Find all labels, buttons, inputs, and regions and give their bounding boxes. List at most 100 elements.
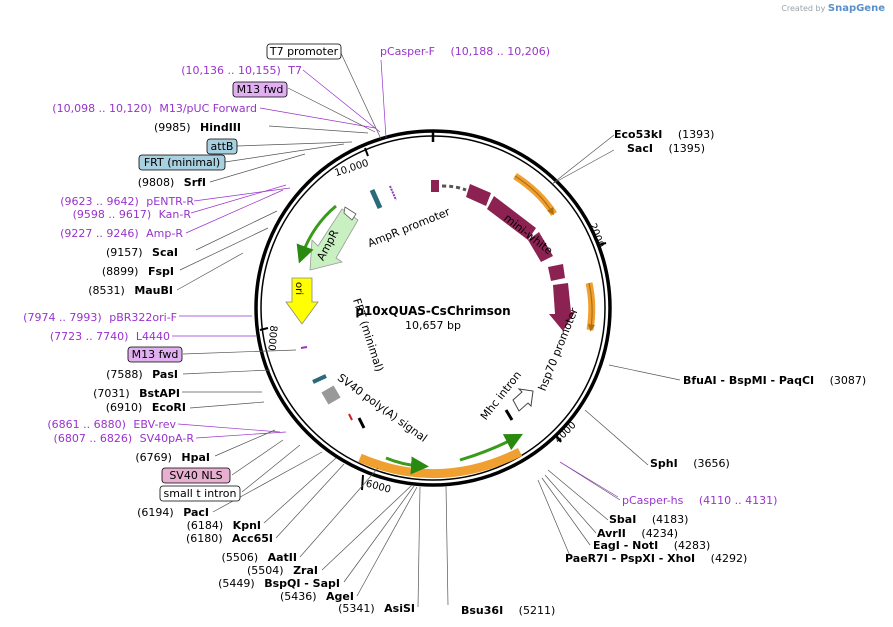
label-ecori-name: EcoRI [152, 401, 186, 414]
label-bfuai-group[interactable]: BfuAI - BspMI - PaqCI (3087) [683, 374, 866, 387]
label-acc65i[interactable]: (6180) Acc65I [186, 532, 273, 545]
label-fspi-name: FspI [148, 265, 174, 278]
label-acc65i-pos: (6180) [186, 532, 223, 545]
label-asisi-name: AsiSI [384, 602, 415, 615]
label-sbai[interactable]: SbaI (4183) [609, 513, 688, 526]
label-ebv-rev[interactable]: (6861 .. 6880) EBV-rev [47, 418, 176, 431]
label-hindiii[interactable]: (9985) HindIII [154, 121, 241, 134]
mhc-intron-marker [504, 409, 514, 421]
label-ebv-rev-name: EBV-rev [133, 418, 176, 431]
label-hpai[interactable]: (6769) HpaI [135, 451, 210, 464]
label-l4440-pos: (7723 .. 7740) [50, 330, 129, 343]
label-avrii-pos: (4234) [641, 527, 678, 540]
t7-promoter-label: T7 promoter [269, 45, 339, 58]
label-pcasper-hs-pos: (4110 .. 4131) [699, 494, 778, 507]
label-scai[interactable]: (9157) ScaI [106, 246, 178, 259]
label-m13-puc-forward[interactable]: (10,098 .. 10,120) M13/pUC Forward [52, 102, 257, 115]
label-kpni[interactable]: (6184) KpnI [187, 519, 261, 532]
mini-white-block-4[interactable] [548, 264, 565, 281]
label-pasi[interactable]: (7588) PasI [106, 368, 178, 381]
label-eco53ki-name: Eco53kI [614, 128, 662, 141]
label-pasi-name: PasI [152, 368, 178, 381]
label-fspi[interactable]: (8899) FspI [102, 265, 174, 278]
label-bspqi-sapi-pos: (5449) [218, 577, 255, 590]
ori-feature[interactable] [285, 277, 319, 325]
label-agei[interactable]: (5436) AgeI [280, 590, 354, 603]
green-arrow-1 [385, 456, 429, 475]
label-t7[interactable]: (10,136 .. 10,155) T7 [181, 64, 302, 77]
small-t-intron-label: small t intron [164, 487, 237, 500]
label-eagi-noti-pos: (4283) [674, 539, 711, 552]
label-pbr322ori-f-pos: (7974 .. 7993) [23, 311, 102, 324]
mini-white-arrow-block[interactable] [549, 283, 575, 331]
label-bsu36i[interactable]: Bsu36I (5211) [461, 604, 555, 617]
label-zrai-name: ZraI [293, 564, 318, 577]
m13-fwd-box-lower[interactable] [127, 346, 183, 363]
left-labels: T7 promoter pCasper-F (10,188 .. 10,206)… [23, 43, 550, 615]
label-amp-r-pos: (9227 .. 9246) [60, 227, 139, 240]
label-paci[interactable]: (6194) PacI [137, 506, 209, 519]
label-aatii[interactable]: (5506) AatII [222, 551, 297, 564]
label-kan-r-pos: (9598 .. 9617) [73, 208, 152, 221]
label-zrai-pos: (5504) [247, 564, 284, 577]
attb-box[interactable] [206, 138, 238, 155]
label-asisi-pos: (5341) [338, 602, 375, 615]
label-t7-pos: (10,136 .. 10,155) [181, 64, 281, 77]
mini-white-block-3[interactable] [528, 232, 553, 262]
small-t-intron-box[interactable] [159, 485, 241, 502]
label-paer7i-group[interactable]: PaeR7I - PspXI - XhoI (4292) [565, 552, 747, 565]
t7-promoter-box[interactable] [266, 43, 342, 60]
label-saci[interactable]: SacI (1395) [627, 142, 705, 155]
label-pcasper-hs-name: pCasper-hs [622, 494, 684, 507]
label-zrai[interactable]: (5504) ZraI [247, 564, 318, 577]
tick-8000: 8000 [259, 325, 278, 351]
label-srfi[interactable]: (9808) SrfI [138, 176, 206, 189]
label-bstapi-pos: (7031) [93, 387, 130, 400]
label-sv40pa-r[interactable]: (6807 .. 6826) SV40pA-R [54, 432, 195, 445]
label-bfuai-group-names: BfuAI - BspMI - PaqCI [683, 374, 814, 387]
label-eagi-noti[interactable]: EagI - NotI (4283) [593, 539, 710, 552]
ampr-feature[interactable] [309, 208, 359, 271]
hsp70-promoter-arrow[interactable] [512, 388, 534, 412]
mini-white-block-2[interactable] [487, 196, 536, 240]
label-kan-r-name: Kan-R [159, 208, 192, 221]
leader-lines-left [176, 50, 421, 608]
m13-fwd-box-upper[interactable] [232, 81, 288, 98]
label-hpai-pos: (6769) [135, 451, 172, 464]
label-pentr-r[interactable]: (9623 .. 9642) pENTR-R [60, 195, 194, 208]
label-maubi[interactable]: (8531) MauBI [88, 284, 173, 297]
label-bstapi[interactable]: (7031) BstAPI [93, 387, 180, 400]
mini-white-feature[interactable] [431, 180, 439, 192]
label-sphi-pos: (3656) [693, 457, 730, 470]
label-pbr322ori-f[interactable]: (7974 .. 7993) pBR322ori-F [23, 311, 177, 324]
label-sbai-name: SbaI [609, 513, 636, 526]
label-bspqi-sapi[interactable]: (5449) BspQI - SapI [218, 577, 340, 590]
label-ecori[interactable]: (6910) EcoRI [106, 401, 186, 414]
label-paci-name: PacI [183, 506, 209, 519]
mini-white-label: mini-white [501, 211, 555, 257]
green-arrow-2 [459, 433, 523, 462]
frt-minimal-box[interactable] [138, 154, 226, 171]
label-amp-r[interactable]: (9227 .. 9246) Amp-R [60, 227, 183, 240]
label-eco53ki[interactable]: Eco53kI (1393) [614, 128, 714, 141]
mini-white-block-1[interactable] [466, 184, 491, 206]
sv40-nls-label: SV40 NLS [169, 469, 222, 482]
orange-arc-1-line [514, 175, 554, 216]
label-sphi[interactable]: SphI (3656) [650, 457, 730, 470]
label-paer7i-group-names: PaeR7I - PspXI - XhoI [565, 552, 695, 565]
label-asisi[interactable]: (5341) AsiSI [338, 602, 415, 615]
sv40-polya-marker [357, 417, 366, 429]
label-paer7i-group-pos: (4292) [711, 552, 748, 565]
sv40-nls-box[interactable] [161, 467, 231, 484]
snapgene-brand: Created by SnapGene [781, 3, 885, 14]
ampr-green-arrow [296, 204, 337, 264]
label-avrii-name: AvrII [597, 527, 626, 540]
label-kan-r[interactable]: (9598 .. 9617) Kan-R [73, 208, 192, 221]
label-l4440[interactable]: (7723 .. 7740) L4440 [50, 330, 170, 343]
label-pcasper-hs[interactable]: pCasper-hs (4110 .. 4131) [622, 494, 777, 507]
label-kpni-pos: (6184) [187, 519, 224, 532]
label-avrii[interactable]: AvrII (4234) [597, 527, 678, 540]
label-pcasper-f[interactable]: pCasper-F (10,188 .. 10,206) [380, 45, 550, 58]
label-pentr-r-pos: (9623 .. 9642) [60, 195, 139, 208]
